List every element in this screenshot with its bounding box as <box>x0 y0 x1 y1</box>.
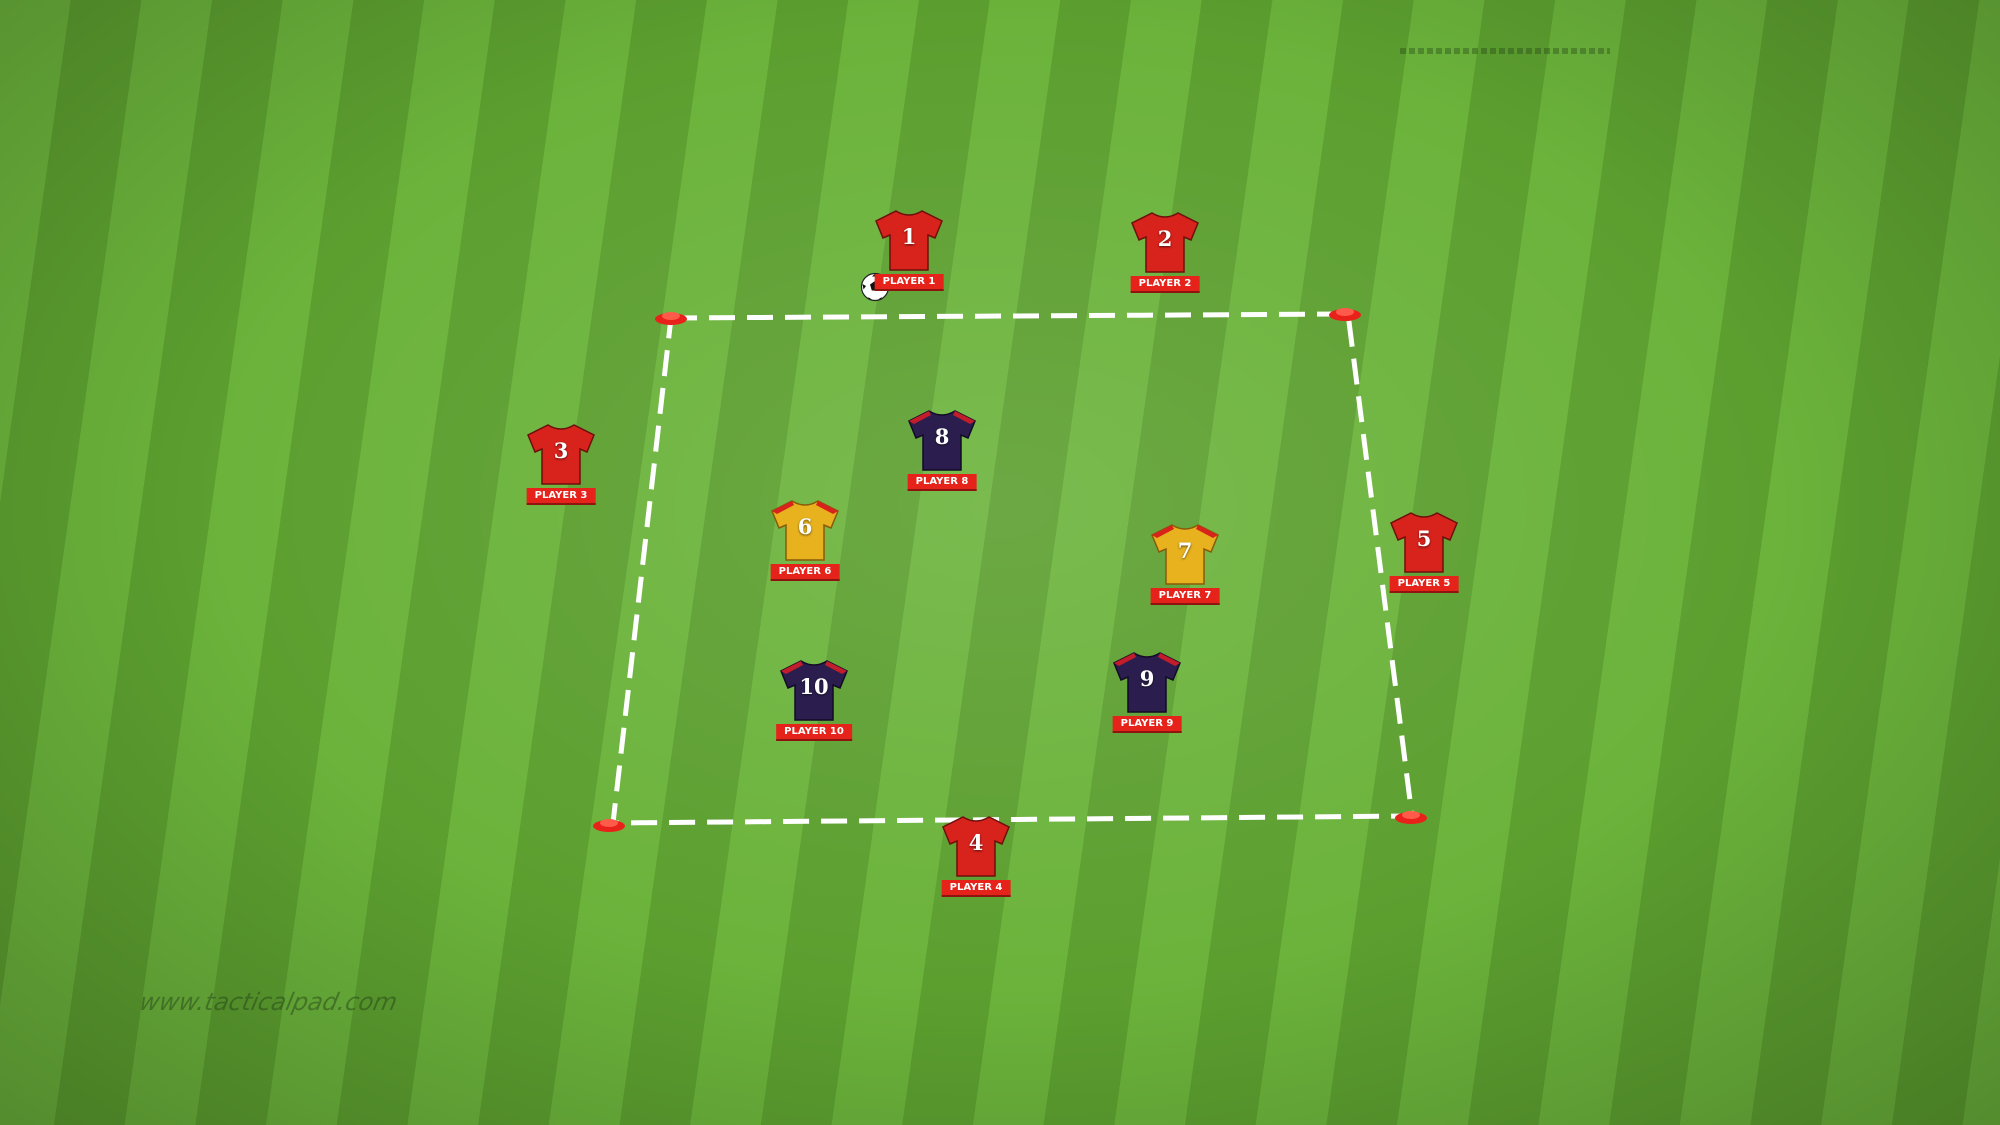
player-4-label: PLAYER 4 <box>941 880 1011 897</box>
watermark: www.tacticalpad.com <box>137 988 400 1016</box>
cone-top-right <box>1328 305 1362 321</box>
jersey-icon <box>908 410 976 471</box>
player-3-number: 3 <box>553 438 569 463</box>
cone-top-left <box>654 309 688 325</box>
player-3-label: PLAYER 3 <box>526 488 596 505</box>
jersey-icon <box>1113 652 1181 713</box>
player-5-number: 5 <box>1416 526 1432 551</box>
player-7-label: PLAYER 7 <box>1150 588 1220 605</box>
player-10-label: PLAYER 10 <box>776 724 852 741</box>
jersey-icon <box>875 210 943 271</box>
player-10[interactable]: 10 PLAYER 10 <box>769 658 859 741</box>
player-10-number: 10 <box>799 674 829 699</box>
player-8-number: 8 <box>934 424 950 449</box>
player-9-number: 9 <box>1139 666 1155 691</box>
grid-boundary <box>610 311 1415 826</box>
jersey-icon <box>780 660 848 721</box>
player-7[interactable]: 7 PLAYER 7 <box>1140 522 1230 605</box>
player-1-label: PLAYER 1 <box>874 274 944 291</box>
jersey-icon <box>1390 512 1458 573</box>
player-4[interactable]: 4 PLAYER 4 <box>931 814 1021 897</box>
cone-bottom-left <box>592 816 626 832</box>
player-6-label: PLAYER 6 <box>770 564 840 581</box>
player-4-number: 4 <box>968 830 984 855</box>
player-9-label: PLAYER 9 <box>1112 716 1182 733</box>
player-1[interactable]: 1 PLAYER 1 <box>864 208 954 291</box>
player-8-label: PLAYER 8 <box>907 474 977 491</box>
player-1-number: 1 <box>901 224 917 249</box>
player-2[interactable]: 2 PLAYER 2 <box>1120 210 1210 293</box>
player-5-label: PLAYER 5 <box>1389 576 1459 593</box>
player-5[interactable]: 5 PLAYER 5 <box>1379 510 1469 593</box>
cone-bottom-right <box>1394 808 1428 824</box>
player-9[interactable]: 9 PLAYER 9 <box>1102 650 1192 733</box>
player-3[interactable]: 3 PLAYER 3 <box>516 422 606 505</box>
jersey-icon <box>1151 524 1219 585</box>
player-6[interactable]: 6 PLAYER 6 <box>760 498 850 581</box>
player-6-number: 6 <box>797 514 813 539</box>
player-8[interactable]: 8 PLAYER 8 <box>897 408 987 491</box>
watermark-top <box>1400 48 1610 54</box>
jersey-icon <box>942 816 1010 877</box>
player-2-label: PLAYER 2 <box>1130 276 1200 293</box>
jersey-icon <box>527 424 595 485</box>
player-2-number: 2 <box>1157 226 1173 251</box>
player-7-number: 7 <box>1177 538 1193 563</box>
jersey-icon <box>771 500 839 561</box>
jersey-icon <box>1131 212 1199 273</box>
